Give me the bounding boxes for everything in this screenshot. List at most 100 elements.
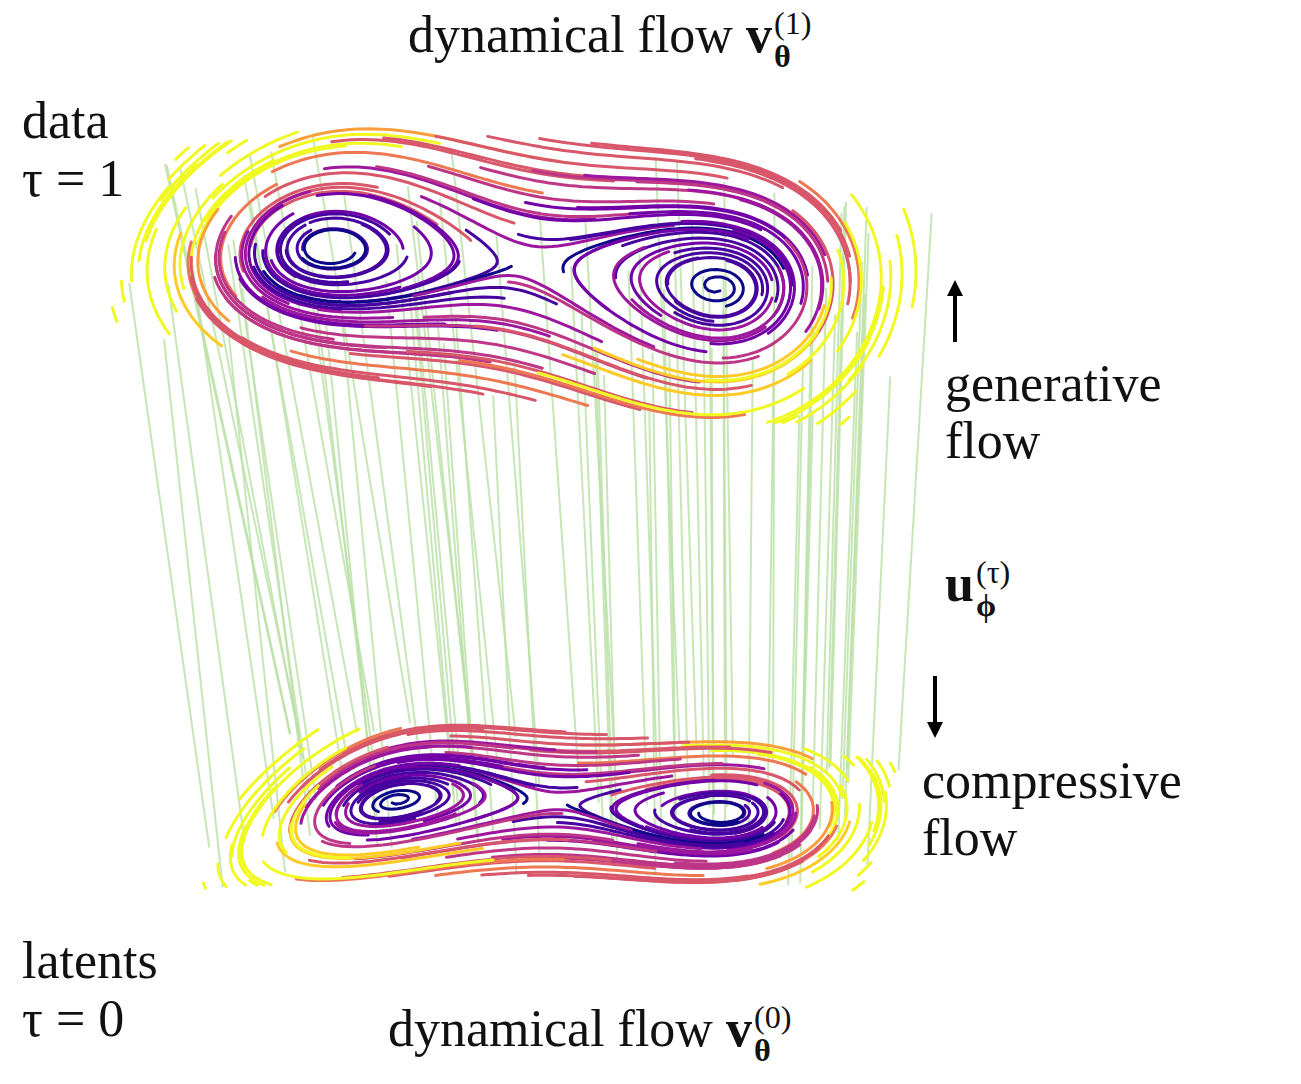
streamline (682, 221, 795, 333)
label-text: latents (22, 932, 158, 989)
title-text: dynamical flow (408, 6, 733, 63)
streamline (563, 355, 811, 396)
streamline (852, 195, 882, 327)
superscript: (1) (774, 7, 812, 39)
streamline (278, 217, 408, 285)
streamline (509, 282, 759, 363)
subscript: ϕ (976, 589, 1010, 621)
tau-label: τ = 1 (22, 150, 124, 207)
streamline (302, 230, 365, 268)
streamline (291, 786, 349, 858)
flow-label: compressive flow (922, 752, 1182, 866)
streamline (775, 339, 869, 423)
streamline (112, 307, 117, 321)
streamline (121, 281, 124, 301)
streamline (890, 763, 894, 772)
streamline (666, 258, 756, 316)
streamline (301, 747, 429, 823)
streamline (176, 148, 189, 159)
label-text: compressive flow (922, 752, 1182, 866)
correspondence-line (703, 276, 710, 807)
subscript: θ (774, 40, 812, 72)
streamline (879, 235, 902, 356)
streamline (218, 864, 226, 887)
streamline (335, 784, 485, 834)
streamline (711, 230, 791, 344)
streamline (840, 417, 849, 425)
streamline (266, 214, 400, 296)
streamline (741, 200, 822, 332)
streamline (844, 756, 854, 765)
streamline (264, 266, 512, 302)
streamline (287, 224, 386, 277)
streamline (297, 229, 367, 269)
correspondence-line (773, 193, 774, 763)
streamline (362, 784, 442, 818)
math-symbol: u (945, 555, 974, 612)
label-text: τ = 1 (22, 150, 124, 207)
streamline (640, 252, 773, 330)
streamline (407, 351, 692, 412)
streamline (655, 798, 766, 834)
streamline (859, 758, 880, 816)
subscript: θ (754, 1034, 792, 1066)
flow-title: dynamical flow v(0)θ (388, 1000, 792, 1066)
correspondence-line (692, 223, 704, 779)
correspondence-line (167, 165, 291, 735)
streamline (805, 749, 848, 780)
streamline (673, 797, 758, 830)
streamline (168, 146, 204, 180)
streamline (436, 136, 727, 178)
streamline (220, 132, 297, 175)
streamline (723, 240, 807, 358)
tau-label: τ = 0 (22, 990, 124, 1047)
streamline (254, 729, 359, 816)
correspondence-line (496, 235, 539, 787)
streamline (364, 196, 458, 297)
streamline (682, 745, 842, 795)
streamline (690, 802, 743, 825)
up-arrow (953, 292, 957, 342)
down-arrow-head (927, 722, 943, 738)
correspondence-line (709, 289, 714, 814)
correspondence-line (164, 339, 223, 887)
streamline (540, 139, 820, 208)
label-text: τ = 0 (22, 990, 124, 1047)
streamline (436, 867, 704, 876)
streamline (877, 761, 889, 787)
streamline (161, 143, 219, 199)
streamline (482, 872, 748, 880)
math-symbol: v (746, 6, 772, 63)
flow-title: dynamical flow v(1)θ (408, 6, 812, 72)
up-arrow-head (947, 280, 963, 296)
streamline (849, 261, 891, 380)
label-text: data (22, 92, 109, 149)
streamline (692, 270, 744, 307)
streamline (315, 766, 375, 843)
streamline (838, 223, 862, 351)
superscript: (τ) (976, 556, 1010, 588)
streamline (240, 730, 318, 799)
flow-label: generative flow (945, 355, 1162, 469)
index-stack: (0)θ (754, 1001, 792, 1065)
correspondence-lines (129, 137, 931, 887)
math-symbol: v (726, 1000, 752, 1057)
streamline (206, 143, 402, 220)
streamline (228, 140, 247, 153)
streamline (788, 250, 844, 374)
streamline (226, 749, 304, 838)
index-stack: (1)θ (774, 7, 812, 71)
superscript: (0) (754, 1001, 792, 1033)
streamline (346, 784, 464, 827)
streamline (638, 306, 825, 377)
correspondence-line (842, 261, 862, 799)
streamline (689, 802, 750, 826)
streamline (904, 209, 916, 307)
streamline (657, 253, 763, 322)
flow-symbol: u(τ)ϕ (945, 555, 1010, 621)
streamline (793, 211, 833, 344)
streamline (296, 805, 419, 855)
streamline (336, 785, 455, 832)
correspondence-line (129, 283, 209, 848)
